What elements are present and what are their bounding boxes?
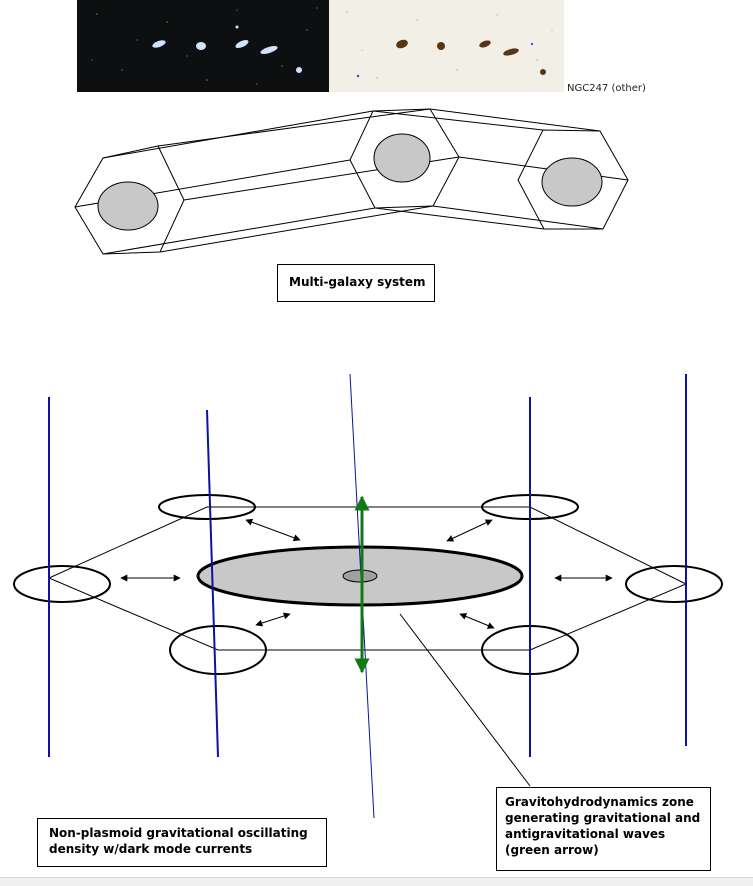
- ring-top-left: [158, 494, 256, 520]
- tube-edge: [159, 205, 434, 253]
- dark-panel-galaxies: [152, 25, 302, 73]
- bottom-strip: [0, 877, 753, 886]
- field-line: [206, 409, 219, 758]
- gravito-line-1: Gravitohydrodynamics zone: [505, 795, 694, 809]
- tube-edge: [157, 108, 431, 147]
- multi-galaxy-label-text: Multi-galaxy system: [289, 275, 426, 289]
- pointer-line: [399, 613, 531, 787]
- galaxy-photos: [77, 0, 564, 92]
- blue-speck: [356, 74, 360, 78]
- tube-edge: [429, 108, 601, 132]
- dark-panel-stars: [91, 7, 318, 85]
- tube-edge: [102, 110, 374, 159]
- gravitohydrodynamics-label: Gravitohydrodynamics zone generating gra…: [496, 787, 711, 871]
- ring-left: [13, 565, 111, 603]
- multi-galaxy-label: Multi-galaxy system: [277, 264, 435, 302]
- tube-edge: [374, 207, 545, 230]
- ring-bottom-left: [169, 625, 267, 675]
- double-arrow-icon: [245, 518, 301, 542]
- double-arrow-icon: [459, 613, 495, 629]
- tube-edge: [372, 110, 544, 131]
- non-plasmoid-label: Non-plasmoid gravitational oscillating d…: [37, 818, 327, 867]
- ring-right: [625, 565, 723, 603]
- photo-light-panel: [329, 0, 564, 92]
- middle-galaxy-disk: [373, 133, 431, 183]
- central-core: [342, 569, 378, 583]
- gravito-line-2: generating gravitational and: [505, 811, 701, 825]
- blue-speck: [530, 42, 534, 46]
- light-panel-galaxies: [396, 39, 546, 75]
- gravito-line-3: antigravitational waves: [505, 827, 666, 841]
- gravito-line-4: (green arrow): [505, 843, 599, 857]
- double-arrow-icon: [446, 519, 493, 542]
- non-plasmoid-line-2: density w/dark mode currents: [49, 842, 253, 856]
- double-arrow-icon: [255, 612, 291, 627]
- tube-edge: [432, 205, 604, 230]
- light-panel-specks: [346, 11, 553, 79]
- tube-edge: [102, 207, 376, 255]
- non-plasmoid-line-1: Non-plasmoid gravitational oscillating: [49, 826, 308, 840]
- right-galaxy-disk: [541, 157, 603, 207]
- photo-caption: NGC247 (other): [567, 83, 646, 94]
- left-galaxy-disk: [97, 181, 159, 231]
